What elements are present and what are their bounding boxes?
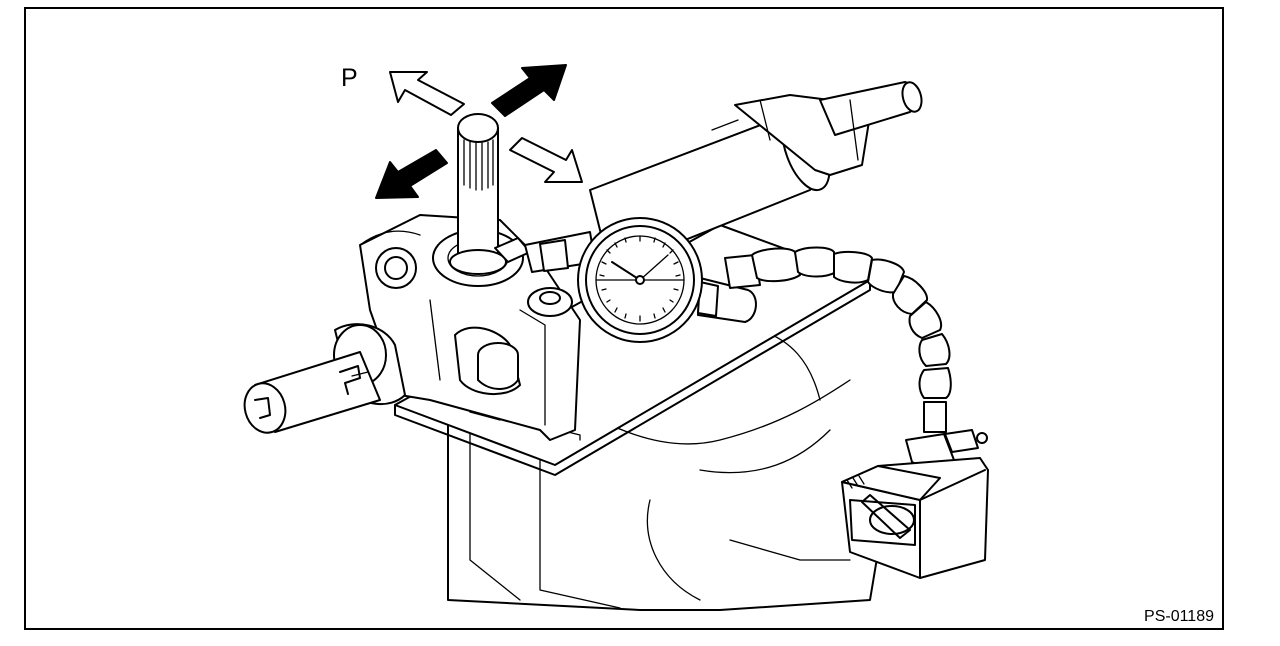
dial-gauge-icon	[577, 217, 703, 343]
arrow-down-right-icon	[509, 137, 583, 183]
pinion-shaft	[243, 323, 406, 434]
magnetic-base-icon	[841, 457, 989, 579]
label-p: P	[341, 64, 358, 92]
input-shaft	[449, 113, 507, 275]
figure-code: PS-01189	[1144, 608, 1214, 625]
arrow-down-left-icon	[375, 149, 448, 199]
flexible-arm	[724, 246, 988, 471]
arrow-up-right-icon	[491, 64, 567, 117]
arrow-up-left-icon	[389, 71, 465, 116]
